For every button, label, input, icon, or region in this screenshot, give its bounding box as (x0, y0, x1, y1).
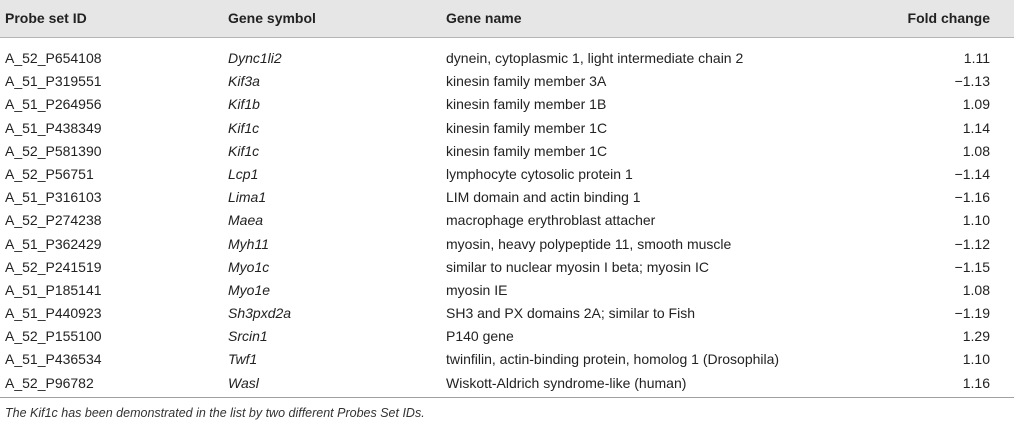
probe-set-id-cell: A_51_P438349 (5, 119, 102, 136)
table-bottom-divider (0, 397, 1014, 398)
table-row: A_51_P316103 Lima1 LIM domain and actin … (0, 186, 1014, 209)
table-row: A_51_P436534 Twf1 twinfilin, actin-bindi… (0, 348, 1014, 371)
fold-change-cell: 1.16 (962, 374, 990, 391)
probe-set-id-cell: A_51_P319551 (5, 73, 102, 90)
table-row: A_51_P319551 Kif3a kinesin family member… (0, 70, 1014, 93)
fold-change-cell: −1.13 (954, 73, 990, 90)
fold-change-cell: 1.08 (962, 281, 990, 298)
fold-change-cell: 1.11 (963, 50, 990, 66)
gene-name-cell: twinfilin, actin-binding protein, homolo… (446, 351, 780, 368)
probe-set-id-cell: A_52_P274238 (5, 212, 102, 229)
table-row: A_52_P654108 Dync1li2 dynein, cytoplasmi… (0, 47, 1014, 70)
probe-set-id-cell: A_52_P654108 (5, 50, 102, 66)
gene-name-cell: P140 gene (446, 328, 514, 345)
probe-set-id-cell: A_52_P155100 (5, 328, 102, 345)
gene-name-cell: kinesin family member 1C (446, 142, 608, 159)
probe-set-id-cell: A_51_P264956 (5, 96, 102, 113)
probe-set-id-cell: A_51_P436534 (5, 351, 102, 368)
fold-change-cell: 1.08 (962, 142, 990, 159)
probe-set-id-cell: A_51_P440923 (5, 305, 102, 322)
table-row: A_51_P362429 Myh11 myosin, heavy polypep… (0, 233, 1014, 256)
probe-set-id-cell: A_52_P96782 (5, 374, 94, 391)
gene-name-cell: LIM domain and actin binding 1 (446, 189, 641, 206)
table-row: A_51_P264956 Kif1b kinesin family member… (0, 93, 1014, 116)
fold-change-cell: −1.16 (954, 189, 990, 206)
gene-symbol-cell: Kif1b (228, 96, 260, 113)
table-footnote: The Kif1c has been demonstrated in the l… (5, 406, 425, 420)
table-row: A_51_P440923 Sh3pxd2a SH3 and PX domains… (0, 302, 1014, 325)
table-header: Probe set ID Gene symbol Gene name Fold … (0, 0, 1014, 38)
table-row: A_52_P274238 Maea macrophage erythroblas… (0, 209, 1014, 232)
gene-name-cell: kinesin family member 1B (446, 96, 607, 113)
gene-symbol-cell: Kif1c (228, 142, 260, 159)
table-row: A_52_P56751 Lcp1 lymphocyte cytosolic pr… (0, 163, 1014, 186)
table-row: A_52_P155100 Srcin1 P140 gene 1.29 (0, 325, 1014, 348)
fold-change-cell: −1.15 (954, 258, 990, 275)
probe-set-id-cell: A_51_P185141 (5, 281, 102, 298)
header-gene-name: Gene name (446, 10, 522, 26)
gene-symbol-cell: Myo1c (228, 258, 270, 275)
table-row: A_52_P241519 Myo1c similar to nuclear my… (0, 256, 1014, 279)
gene-symbol-cell: Lcp1 (228, 165, 259, 182)
gene-symbol-cell: Kif1c (228, 119, 260, 136)
gene-symbol-cell: Wasl (228, 374, 259, 391)
gene-name-cell: kinesin family member 3A (446, 73, 607, 90)
header-gene-symbol: Gene symbol (228, 10, 316, 26)
table-row: A_52_P581390 Kif1c kinesin family member… (0, 140, 1014, 163)
gene-name-cell: SH3 and PX domains 2A; similar to Fish (446, 305, 695, 322)
gene-symbol-cell: Dync1li2 (228, 50, 282, 66)
gene-symbol-cell: Twf1 (228, 351, 258, 368)
gene-symbol-cell: Sh3pxd2a (228, 305, 292, 322)
gene-symbol-cell: Maea (228, 212, 264, 229)
probe-set-id-cell: A_51_P362429 (5, 235, 102, 252)
gene-symbol-cell: Myh11 (228, 235, 269, 252)
gene-name-cell: macrophage erythroblast attacher (446, 212, 656, 229)
gene-name-cell: kinesin family member 1C (446, 119, 608, 136)
probe-set-id-cell: A_52_P241519 (5, 258, 102, 275)
fold-change-cell: −1.19 (954, 305, 990, 322)
header-probe-set-id: Probe set ID (5, 10, 87, 26)
fold-change-cell: 1.09 (962, 96, 990, 113)
fold-change-cell: 1.10 (962, 212, 990, 229)
table-body: A_52_P654108 Dync1li2 dynein, cytoplasmi… (0, 47, 1014, 395)
gene-name-cell: lymphocyte cytosolic protein 1 (446, 165, 633, 182)
gene-name-cell: dynein, cytoplasmic 1, light intermediat… (446, 50, 744, 66)
gene-symbol-cell: Myo1e (228, 281, 271, 298)
probe-set-id-cell: A_52_P581390 (5, 142, 102, 159)
gene-symbol-cell: Lima1 (228, 189, 267, 206)
fold-change-cell: 1.29 (962, 328, 990, 345)
gene-name-cell: myosin IE (446, 281, 508, 298)
fold-change-cell: −1.14 (954, 165, 990, 182)
probe-set-id-cell: A_51_P316103 (5, 189, 102, 206)
gene-name-cell: similar to nuclear myosin I beta; myosin… (446, 258, 709, 275)
table-row: A_51_P185141 Myo1e myosin IE 1.08 (0, 279, 1014, 302)
header-fold-change: Fold change (907, 10, 990, 26)
gene-name-cell: myosin, heavy polypeptide 11, smooth mus… (446, 235, 732, 252)
gene-name-cell: Wiskott-Aldrich syndrome-like (human) (446, 374, 687, 391)
table-row: A_52_P96782 Wasl Wiskott-Aldrich syndrom… (0, 372, 1014, 395)
fold-change-cell: −1.12 (954, 235, 990, 252)
table-row: A_51_P438349 Kif1c kinesin family member… (0, 117, 1014, 140)
fold-change-cell: 1.14 (962, 119, 990, 136)
gene-symbol-cell: Kif3a (228, 73, 260, 90)
gene-symbol-cell: Srcin1 (228, 328, 268, 345)
probe-set-id-cell: A_52_P56751 (5, 165, 94, 182)
fold-change-cell: 1.10 (962, 351, 990, 368)
